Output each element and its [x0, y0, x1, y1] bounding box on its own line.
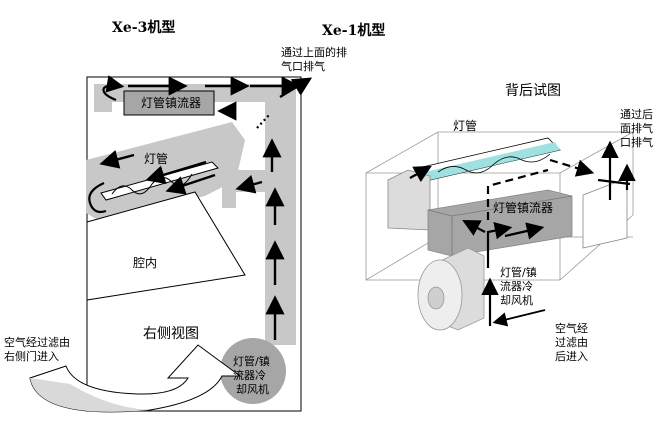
- exhaust-rear-line-3: 口排气: [620, 136, 653, 149]
- left-ballast-label: 灯管镇流器: [141, 96, 202, 110]
- rear-inlet-line-1: 空气经: [555, 322, 588, 335]
- arrow-loop-top: [102, 75, 125, 102]
- rear-exhaust-box: [582, 177, 628, 249]
- left-fan-line-3: 却风机: [236, 383, 269, 396]
- exhaust-top-line-1: 通过上面的排: [281, 46, 347, 59]
- arrow-left-side: [235, 174, 263, 194]
- chamber-label: 腔内: [133, 256, 158, 270]
- left-airflow-arrows: [99, 76, 313, 340]
- rear-lamp: [417, 137, 561, 181]
- rear-ballast-label: 灯管镇流器: [493, 201, 554, 215]
- rear-fan: [417, 247, 485, 331]
- side-view-label: 右侧视图: [143, 326, 199, 342]
- rear-inlet-line-3: 后进入: [555, 350, 588, 363]
- left-machine: [29, 75, 313, 413]
- left-fan-circle: [220, 338, 286, 404]
- rear-airflow-arrows: [409, 140, 636, 327]
- arrow-loop-lamp: [88, 181, 107, 214]
- left-model-title: Xe-3机型: [112, 20, 176, 36]
- left-fan-line-2: 流器冷: [233, 369, 266, 382]
- arrow-lamp-3: [99, 150, 135, 169]
- inlet-arrow-shade: [30, 378, 150, 412]
- right-model-title: Xe-1机型: [322, 23, 386, 39]
- rear-lamp-label: 灯管: [453, 119, 478, 133]
- rear-fan-line-3: 却风机: [500, 294, 533, 307]
- right-machine: [365, 131, 636, 331]
- dotted-flow: [256, 113, 271, 129]
- left-fan-line-1: 灯管/镇: [233, 355, 270, 368]
- vertical-duct: [265, 84, 296, 345]
- side-panel: [387, 169, 431, 231]
- arrow-lamp-2: [165, 173, 216, 195]
- exhaust-top-line-2: 气口排气: [281, 60, 325, 73]
- left-lamp-label: 灯管: [144, 152, 169, 166]
- rear-fan-line-1: 灯管/镇: [500, 266, 537, 279]
- left-inlet-line-1: 空气经过滤由: [4, 336, 70, 349]
- left-inlet-line-2: 右侧门进入: [4, 350, 59, 363]
- arrow-lamp-1: [145, 160, 207, 185]
- rear-view-label: 背后试图: [505, 83, 561, 99]
- rear-fan-line-2: 流器冷: [500, 280, 533, 293]
- rear-inlet-line-2: 过滤由: [555, 336, 588, 349]
- exhaust-rear-line-2: 面排气: [620, 122, 653, 135]
- exhaust-rear-line-1: 通过后: [620, 108, 653, 121]
- chamber-outline: [86, 191, 246, 301]
- arrow-exhaust: [279, 77, 313, 99]
